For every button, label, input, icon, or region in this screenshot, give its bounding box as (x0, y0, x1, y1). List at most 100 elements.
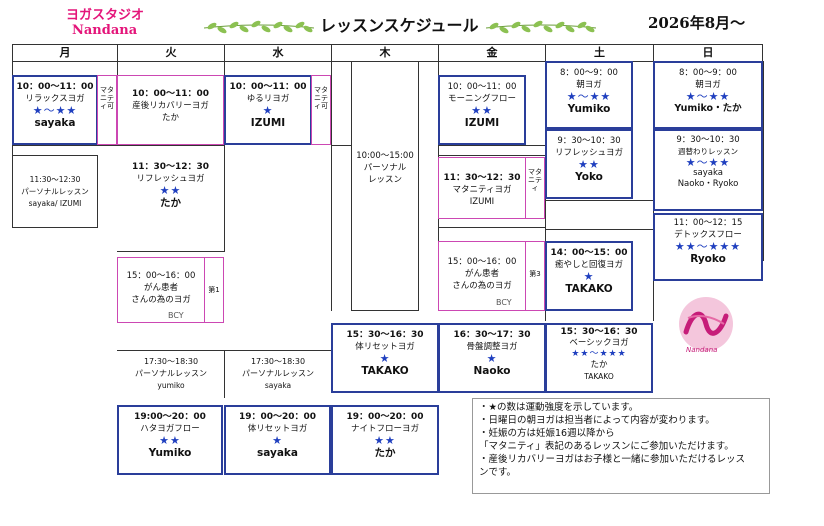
lesson-wed-personal[interactable]: 17:30～18:30 パーソナルレッスン sayaka (225, 352, 331, 394)
instructor: sayaka (256, 447, 298, 459)
lesson-name: ナイトフローヨガ (350, 424, 419, 434)
lesson-tue-hatha-flow[interactable]: 19:00～20：00 ハタヨガフロー ★★ Yumiko (117, 405, 223, 475)
day-header-sat: 土 (545, 44, 654, 62)
lesson-time: 10：00～11：00 (131, 89, 210, 99)
lesson-fri-pelvis-yoga[interactable]: 16：30～17：30 骨盤調整ヨガ ★ Naoko (438, 323, 546, 393)
lesson-wed-body-reset[interactable]: 19：00～20：00 体リセットヨガ ★ sayaka (224, 405, 331, 475)
lesson-sun-weekly-lesson[interactable]: 9：30～10：30 週替わりレッスン ★～★★ sayaka Naoko・Ry… (653, 129, 763, 211)
grid-line (97, 155, 98, 227)
lesson-tue-personal[interactable]: 17:30～18:30 パーソナルレッスン yumiko (118, 352, 224, 394)
bcy-logo-icon: BCY (168, 311, 184, 320)
lesson-time: 15：00～16：00 (447, 257, 517, 267)
intensity-stars: ★～★★ (32, 104, 78, 117)
lesson-time: 19：00～20：00 (238, 412, 317, 422)
schedule-month: 2026年8月～ (648, 14, 746, 32)
lesson-time: 11:30～12:30 (29, 175, 81, 184)
intensity-stars: ★★ (374, 434, 396, 447)
studio-name-jp: ヨガスタジオ (66, 8, 145, 23)
instructor: Yumiko (148, 447, 192, 459)
nandana-logo-icon (679, 297, 733, 351)
lesson-name: ハタヨガフロー (140, 424, 200, 434)
lesson-time: 9：30～10：30 (557, 136, 621, 146)
grid-line (763, 61, 764, 261)
instructor-2: TAKAKO (584, 372, 614, 381)
lesson-name: リフレッシュヨガ (554, 148, 623, 158)
lesson-sat-morning-yoga[interactable]: 8：00～9：00 朝ヨガ ★～★★ Yumiko (545, 61, 633, 129)
lesson-fri-cancer-patient-yoga[interactable]: 15：00～16：00 がん患者 さんの為のヨガ (438, 241, 526, 311)
instructor: sayaka (693, 168, 723, 178)
instructor: たか (590, 360, 608, 370)
grid-line (331, 61, 332, 311)
grid-line (12, 227, 98, 228)
intensity-stars: ★ (486, 352, 498, 365)
lesson-sat-basic-yoga[interactable]: 15：30～16：30 ベーシックヨガ ★★～★★★ たか TAKAKO (545, 323, 653, 393)
lesson-sat-refresh-yoga[interactable]: 9：30～10：30 リフレッシュヨガ ★★ Yoko (545, 129, 633, 199)
lesson-fri-morning-flow[interactable]: 10：00～11：00 モーニングフロー ★★ IZUMI (438, 75, 526, 145)
maternity-ok-tag: マタニティ可 (311, 75, 331, 145)
lesson-name: パーソナルレッスン (135, 369, 207, 378)
lesson-sat-healing-yoga[interactable]: 14：00～15：00 癒やしと回復ヨガ ★ TAKAKO (545, 241, 633, 311)
grid-line (224, 350, 225, 398)
page-title: レッスンスケジュール (320, 16, 479, 35)
instructor: たか (374, 447, 396, 459)
intensity-stars: ★ (272, 434, 283, 447)
instructor-2: Naoko・Ryoko (677, 179, 739, 189)
lesson-thu-night-flow[interactable]: 19：00～20：00 ナイトフローヨガ ★★ たか (331, 405, 439, 475)
studio-name-en: Nandana (72, 23, 138, 38)
instructor: TAKAKO (565, 283, 613, 295)
lesson-name: マタニティヨガ (452, 185, 512, 195)
week-1-tag: 第1 (204, 257, 224, 323)
lesson-time: 11：30～12：30 (131, 162, 210, 172)
studio-name: ヨガスタジオ Nandana (66, 8, 144, 38)
lesson-name: ベーシックヨガ (569, 338, 629, 348)
lesson-name-2: さんの為のヨガ (452, 281, 512, 291)
lesson-time: 10：00～11：00 (16, 82, 94, 92)
intensity-stars: ★ (583, 270, 595, 283)
grid-line (438, 155, 546, 156)
maternity-ok-tag: マタニティ可 (97, 75, 117, 145)
intensity-stars: ★★～★★★ (674, 240, 742, 253)
day-header-mon: 月 (12, 44, 118, 62)
lesson-mon-relax-yoga[interactable]: 10：00～11：00 リラックスヨガ ★～★★ sayaka (12, 75, 98, 145)
lesson-time: 11：00～12：15 (673, 218, 743, 228)
lesson-fri-maternity-yoga[interactable]: 11：30～12：30 マタニティヨガ IZUMI (438, 157, 526, 219)
lesson-time: 15：00～16：00 (126, 271, 196, 281)
lesson-tue-refresh-yoga[interactable]: 11：30～12：30 リフレッシュヨガ ★★ たか (117, 157, 224, 229)
lesson-time: 8：00～9：00 (679, 68, 737, 78)
instructor: たか (161, 113, 179, 123)
lesson-name-2: レッスン (367, 175, 402, 185)
lesson-sun-detox-flow[interactable]: 11：00～12：15 デトックスフロー ★★～★★★ Ryoko (653, 213, 763, 281)
lesson-name: 体リセットヨガ (247, 424, 308, 434)
lesson-time: 10：00～11：00 (229, 82, 307, 92)
grid-line (117, 145, 225, 146)
note-line: ンです。 (479, 467, 517, 478)
lesson-name: 産後リカバリーヨガ (132, 101, 209, 111)
instructor: Yoko (575, 171, 603, 183)
lesson-mon-personal[interactable]: 11:30～12:30 パーソナルレッスン sayaka/ IZUMI (13, 170, 97, 218)
lesson-tue-postpartum-yoga[interactable]: 10：00～11：00 産後リカバリーヨガ たか (117, 75, 224, 145)
lesson-time: 10:00～15:00 (356, 151, 414, 161)
instructor: IZUMI (464, 117, 500, 129)
lesson-name: 週替わりレッスン (678, 147, 738, 156)
lesson-wed-yuru-yoga[interactable]: 10：00～11：00 ゆるリヨガ ★ IZUMI (224, 75, 312, 145)
lesson-thu-body-reset[interactable]: 15：30～16：30 体リセットヨガ ★ TAKAKO (331, 323, 439, 393)
bcy-logo-icon: BCY (496, 298, 512, 307)
lesson-name: リフレッシュヨガ (136, 174, 205, 184)
instructor: sayaka/ IZUMI (28, 199, 82, 208)
instructor: sayaka (34, 117, 76, 129)
instructor: Yumiko (567, 103, 611, 115)
lesson-thu-personal[interactable]: 10:00～15:00 パーソナル レッスン (351, 61, 419, 311)
grid-line (438, 227, 546, 228)
lesson-name: ゆるリヨガ (246, 94, 290, 104)
lesson-sun-morning-yoga[interactable]: 8：00～9：00 朝ヨガ ★～★★ Yumiko・たか (653, 61, 763, 129)
intensity-stars: ★～★★ (685, 156, 731, 169)
note-line: 「マタニティ」表記のあるレッスンにご参加いただけます。 (479, 441, 734, 452)
day-header-fri: 金 (438, 44, 546, 62)
intensity-stars: ★★ (471, 104, 493, 117)
lesson-name: 朝ヨガ (576, 80, 602, 90)
day-header-wed: 水 (224, 44, 332, 62)
lesson-name: 癒やしと回復ヨガ (554, 260, 623, 270)
lesson-time: 15：30～16：30 (560, 327, 638, 337)
instructor: TAKAKO (361, 365, 409, 377)
lesson-tue-cancer-patient-yoga[interactable]: 15：00～16：00 がん患者 さんの為のヨガ (117, 257, 205, 323)
